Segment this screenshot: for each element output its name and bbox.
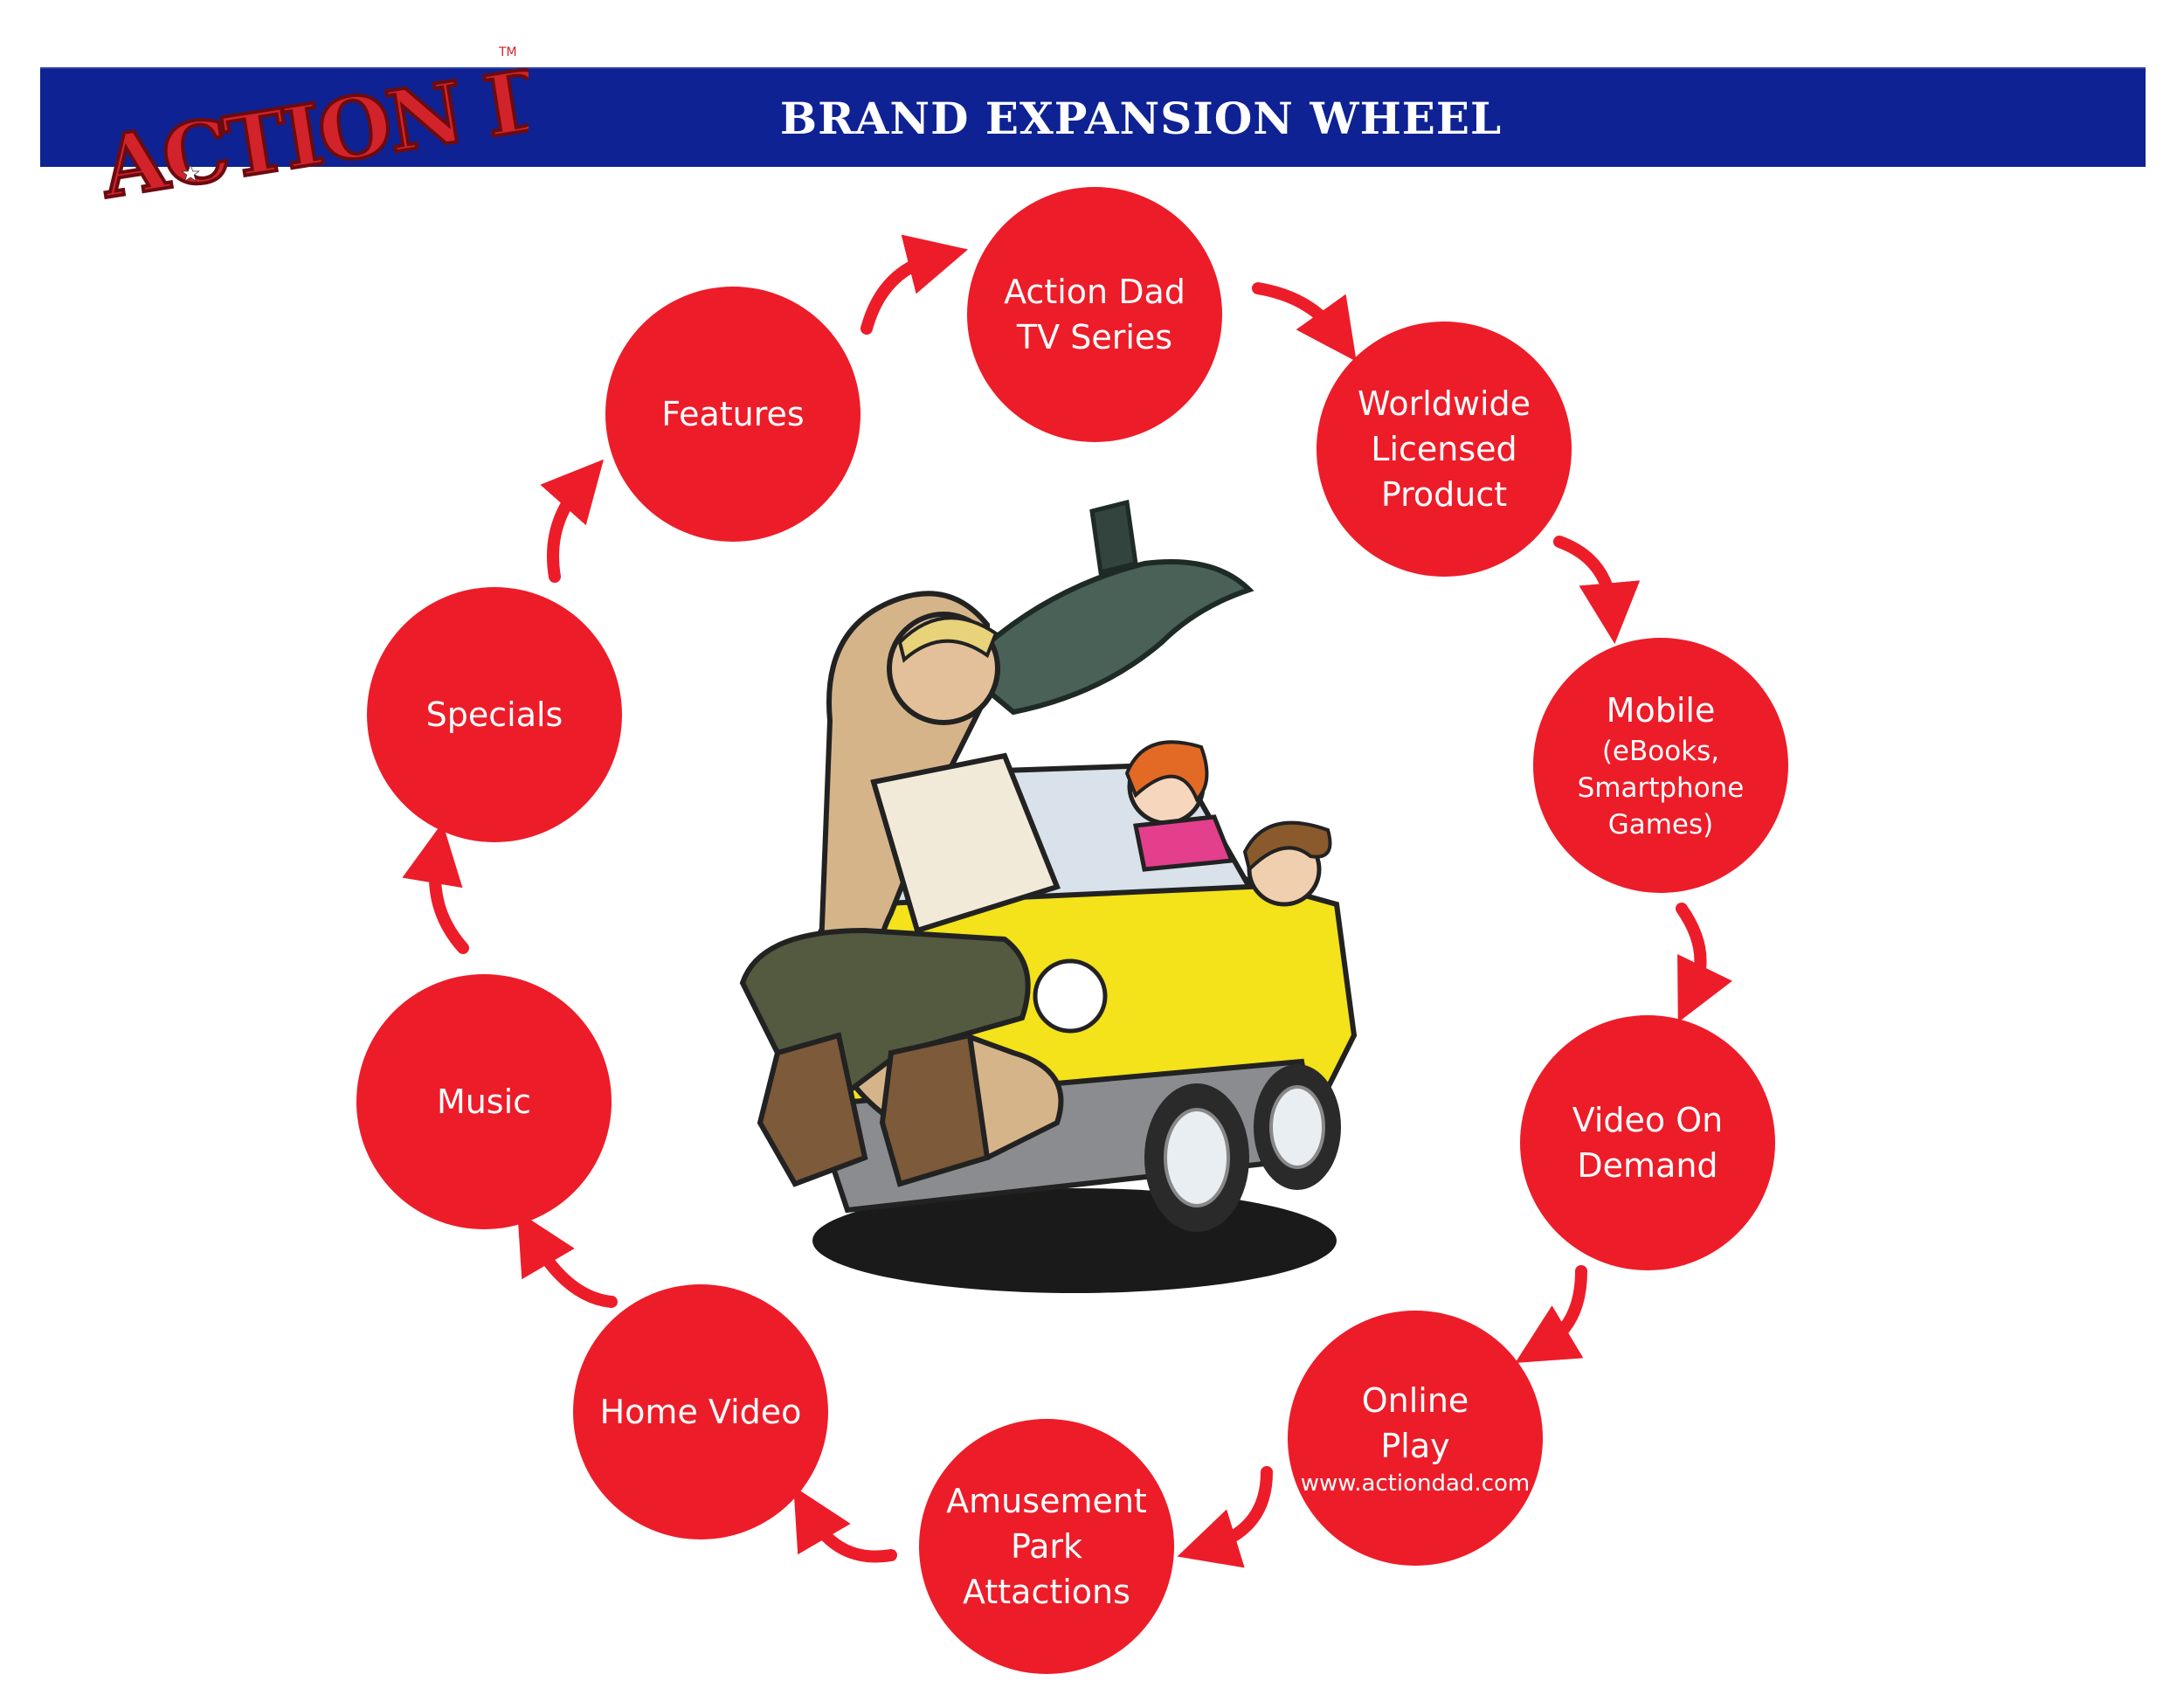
node-music: Music	[356, 974, 612, 1229]
node-label: Video On Demand	[1572, 1101, 1724, 1185]
node-label: Action Dad TV Series	[1004, 273, 1185, 356]
node-label: Mobile	[1606, 691, 1716, 730]
node-label: Features	[661, 395, 805, 433]
node-mobile: Mobile (eBooks, Smartphone Games)	[1533, 638, 1788, 893]
node-label: Music	[436, 1083, 532, 1121]
node-label: Home Video	[599, 1393, 802, 1431]
arrow-worldwide-to-mobile	[1553, 536, 1641, 645]
node-label: Specials	[425, 695, 563, 734]
arrow-music-to-specials	[402, 822, 469, 954]
svg-text:TM: TM	[498, 45, 517, 59]
node-online-play: Online Play www.actiondad.com	[1288, 1311, 1543, 1566]
arrow-specials-to-features	[540, 459, 605, 583]
arrow-online-to-amusement	[1177, 1466, 1273, 1568]
arrow-mobile-to-vod	[1676, 903, 1732, 1023]
header-bar: BRAND EXPANSION WHEEL	[40, 67, 2146, 167]
page-title: BRAND EXPANSION WHEEL	[779, 92, 1503, 144]
node-label: Online Play	[1361, 1381, 1469, 1465]
node-features: Features	[605, 287, 860, 542]
arrow-features-to-tv	[860, 234, 969, 335]
arrow-vod-to-online	[1515, 1265, 1587, 1364]
node-sublabel: (eBooks, Smartphone Games)	[1577, 736, 1745, 841]
node-specials: Specials	[367, 587, 622, 842]
arrow-amusement-to-homevideo	[793, 1486, 897, 1563]
website-url: www.actiondad.com	[1300, 1470, 1531, 1497]
node-video-on-demand: Video On Demand	[1520, 1015, 1775, 1270]
action-dad-logo: ACTION DAD TM	[92, 35, 529, 201]
arrow-tv-to-worldwide	[1252, 282, 1357, 362]
node-action-dad-tv-series: Action Dad TV Series	[967, 187, 1222, 442]
node-label: Amusement Park Attactions	[946, 1482, 1147, 1611]
arrow-homevideo-to-music	[517, 1211, 618, 1308]
node-label: Worldwide Licensed Product	[1357, 384, 1531, 514]
node-home-video: Home Video	[573, 1284, 828, 1539]
node-amusement-park-attactions: Amusement Park Attactions	[919, 1419, 1174, 1674]
node-worldwide-licensed-product: Worldwide Licensed Product	[1317, 322, 1572, 577]
action-dad-characters-illustration	[739, 499, 1358, 1293]
